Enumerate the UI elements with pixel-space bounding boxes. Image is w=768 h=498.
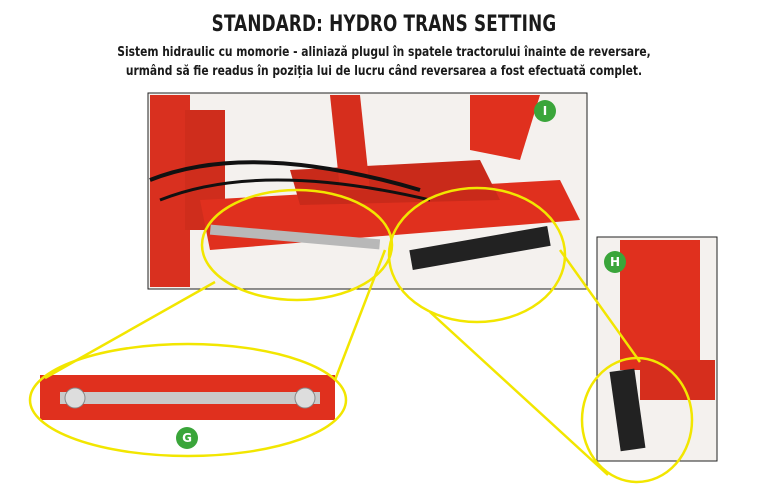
label-badge-i: I	[534, 100, 556, 122]
subtitle-line-2: urmând să fie readus în poziția lui de l…	[125, 63, 643, 79]
highlight-ellipses	[28, 186, 694, 484]
main-photo	[147, 92, 588, 290]
label-badge-h: H	[604, 251, 626, 273]
page-title: STANDARD: HYDRO TRANS SETTING	[211, 12, 557, 37]
detail-photo-g	[40, 375, 335, 420]
label-badge-g: G	[176, 427, 198, 449]
subtitle-line-1: Sistem hidraulic cu momorie - aliniază p…	[117, 44, 651, 60]
